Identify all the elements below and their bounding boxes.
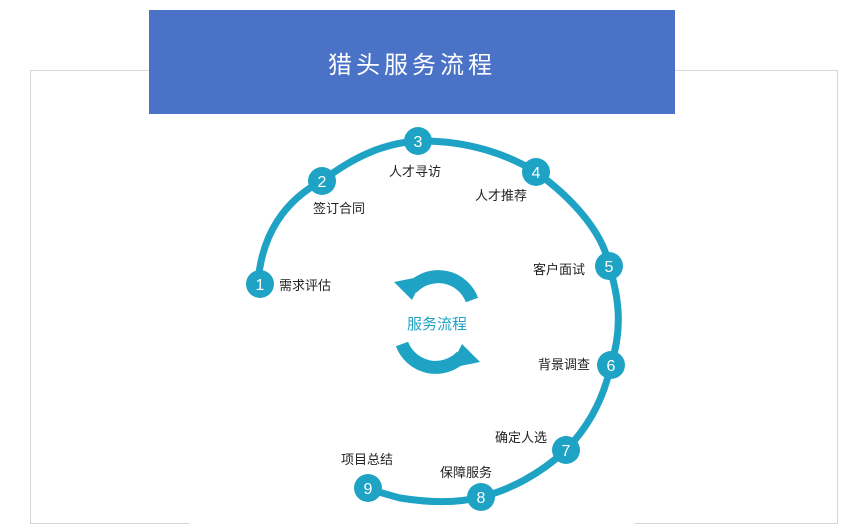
step-2-label: 签订合同 [313,201,365,216]
refresh-cycle-icon [394,270,480,374]
step-8-label: 保障服务 [440,465,492,480]
step-6-circle [597,351,625,379]
page-title: 猎头服务流程 [328,50,496,79]
step-5-number: 5 [605,259,614,276]
step-7: 7 确定人选 [495,430,580,464]
step-6-label: 背景调查 [538,357,590,372]
step-4-circle [522,158,550,186]
step-9-number: 9 [364,481,373,498]
step-3-number: 3 [414,134,423,151]
step-1-circle [246,270,274,298]
step-6-number: 6 [607,358,616,375]
step-5-label: 客户面试 [533,262,585,277]
step-6: 6 背景调查 [538,351,625,379]
step-4-number: 4 [532,165,541,182]
process-diagram-svg: 服务流程 1 需求评估 2 签订合同 3 人才寻访 4 人才推荐 5 [246,127,625,511]
title-banner: 猎头服务流程 [149,10,675,114]
step-2: 2 签订合同 [308,167,365,216]
step-7-number: 7 [562,443,571,460]
step-7-circle [552,436,580,464]
process-diagram: 服务流程 1 需求评估 2 签订合同 3 人才寻访 4 人才推荐 5 [190,118,634,532]
step-8-number: 8 [477,490,486,507]
step-1: 1 需求评估 [246,270,331,298]
step-1-label: 需求评估 [279,278,331,293]
step-2-number: 2 [318,174,327,191]
step-9-circle [354,474,382,502]
step-5-circle [595,252,623,280]
step-9: 9 项目总结 [341,452,393,502]
step-1-number: 1 [256,277,265,294]
step-3-circle [404,127,432,155]
step-8: 8 保障服务 [440,465,495,511]
step-7-label: 确定人选 [495,430,547,445]
step-5: 5 客户面试 [533,252,623,280]
step-4: 4 人才推荐 [475,158,550,203]
step-2-circle [308,167,336,195]
step-3-label: 人才寻访 [389,164,441,179]
step-4-label: 人才推荐 [475,188,527,203]
step-9-label: 项目总结 [341,452,393,467]
center-label: 服务流程 [407,316,467,333]
step-3: 3 人才寻访 [389,127,441,179]
step-8-circle [467,483,495,511]
